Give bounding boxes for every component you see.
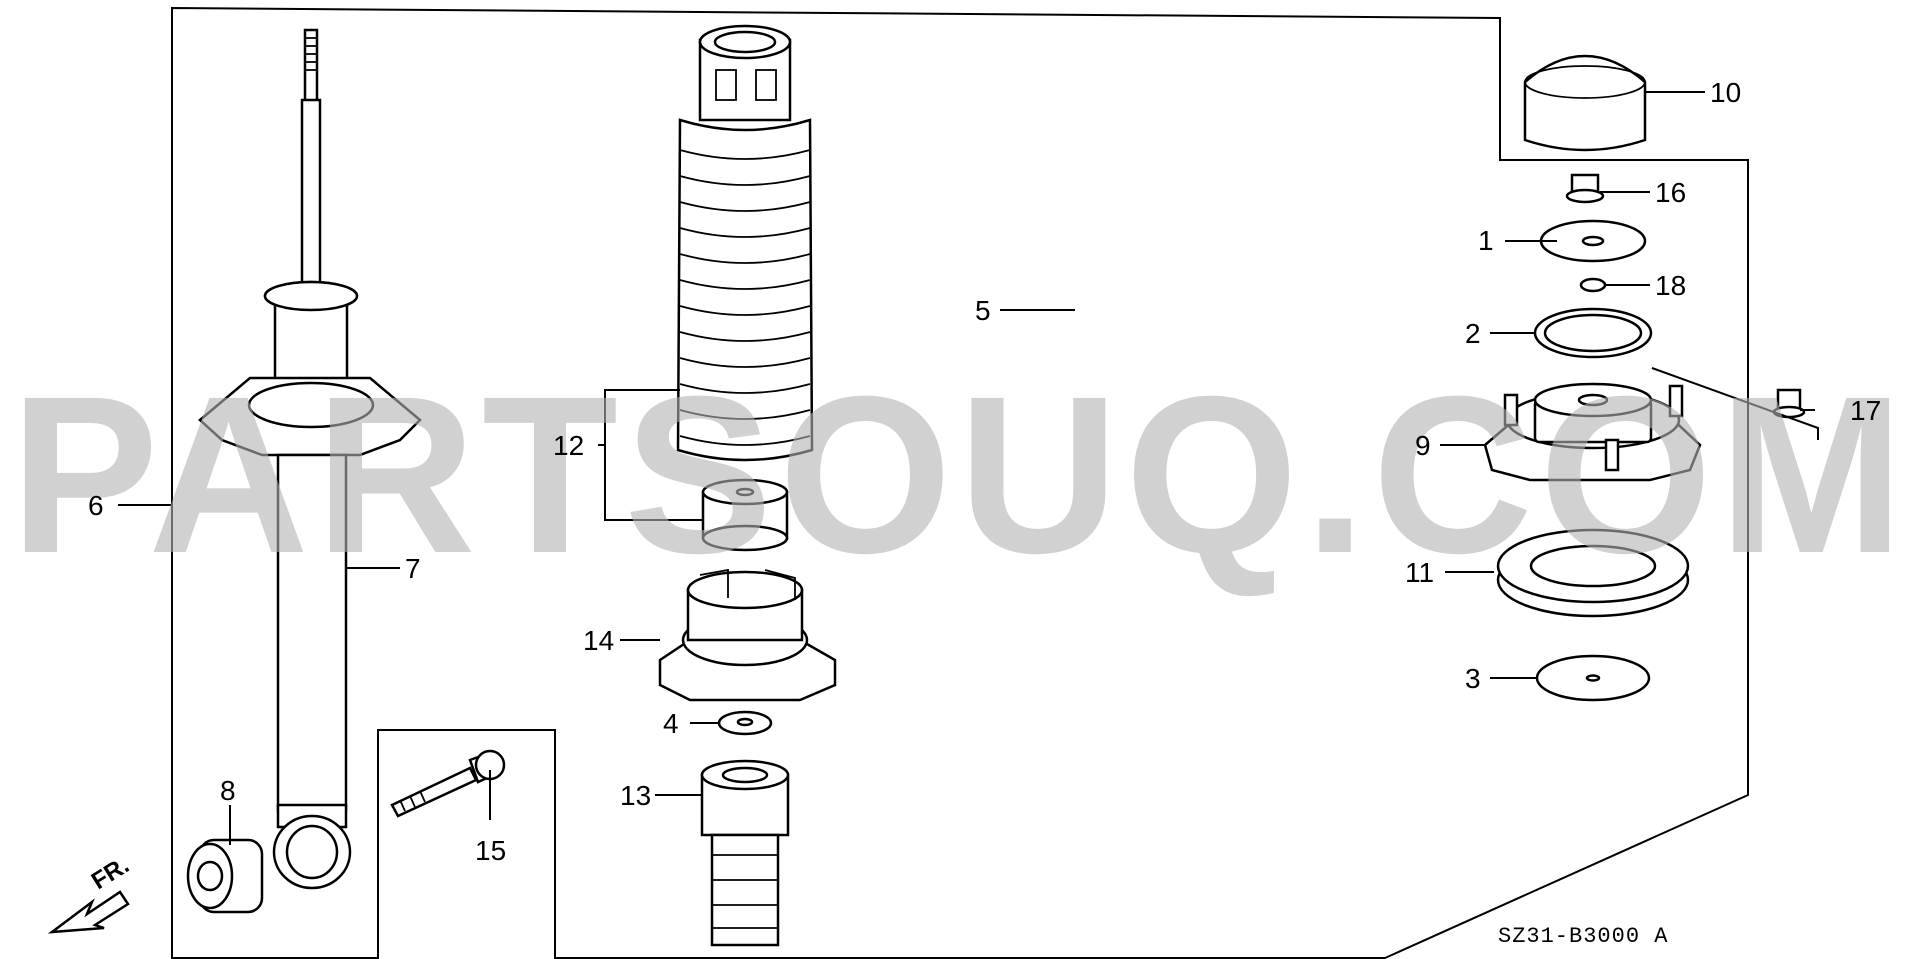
leader-lines bbox=[118, 91, 1819, 845]
boot-bumper bbox=[701, 478, 789, 552]
callout-13: 13 bbox=[620, 780, 651, 811]
spring-pad bbox=[1496, 528, 1690, 618]
callout-12: 12 bbox=[553, 430, 584, 461]
callout-18: 18 bbox=[1655, 270, 1686, 301]
seal-ring bbox=[1533, 307, 1653, 359]
callout-15: 15 bbox=[475, 835, 506, 866]
coil-spring bbox=[1061, 42, 1215, 528]
callout-5: 5 bbox=[975, 295, 991, 326]
dust-boot bbox=[676, 24, 814, 462]
assembly-outline bbox=[171, 6, 1749, 959]
callout-3: 3 bbox=[1465, 663, 1481, 694]
spring-seat bbox=[658, 568, 837, 702]
callout-14: 14 bbox=[583, 625, 614, 656]
callout-11: 11 bbox=[1405, 557, 1434, 588]
lower-plate bbox=[1535, 654, 1651, 702]
callout-9: 9 bbox=[1415, 430, 1431, 461]
callout-17: 17 bbox=[1850, 395, 1881, 426]
shock-absorber bbox=[198, 28, 422, 890]
callout-1: 1 bbox=[1478, 225, 1494, 256]
small-washer bbox=[1579, 277, 1607, 293]
front-direction-arrow: FR. bbox=[47, 852, 134, 934]
mount-base bbox=[1483, 382, 1702, 482]
diagram-code: SZ31-B3000 A bbox=[1498, 924, 1668, 949]
callout-2: 2 bbox=[1465, 318, 1481, 349]
front-direction-label: FR. bbox=[87, 852, 134, 895]
bushing bbox=[186, 838, 264, 914]
callout-10: 10 bbox=[1710, 77, 1741, 108]
callout-6: 6 bbox=[88, 490, 104, 521]
callout-16: 16 bbox=[1655, 177, 1686, 208]
mount-cap bbox=[1523, 54, 1647, 152]
callout-8: 8 bbox=[220, 775, 236, 806]
bolt bbox=[390, 749, 506, 818]
bump-stop bbox=[700, 759, 790, 947]
flange-nut bbox=[1565, 173, 1605, 204]
callout-7: 7 bbox=[405, 553, 421, 584]
watermark-text: PARTSOUQ.COM bbox=[10, 350, 1910, 600]
callout-4: 4 bbox=[663, 708, 679, 739]
washer bbox=[717, 710, 773, 736]
